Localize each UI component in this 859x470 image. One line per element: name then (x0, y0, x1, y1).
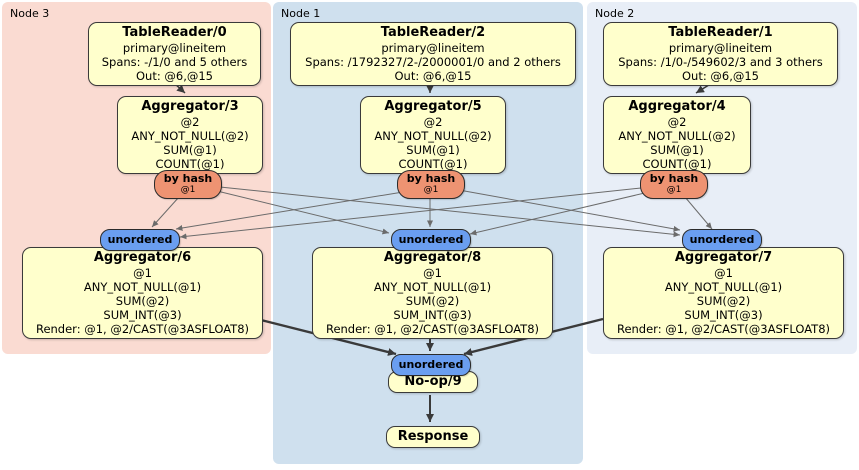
hash-router-node3: by hash @1 (154, 170, 222, 199)
region-label-node-2: Node 2 (595, 7, 635, 20)
hash-router-node2: by hash @1 (640, 170, 708, 199)
processor-noop-9: No-op/9 (388, 371, 478, 393)
processor-title: Aggregator/7 (674, 250, 773, 265)
processor-detail: SUM(@1) (650, 143, 704, 157)
processor-detail: Render: @1, @2/CAST(@3ASFLOAT8) (616, 322, 831, 336)
processor-title: TableReader/1 (668, 25, 773, 40)
hash-router-node1: by hash @1 (397, 170, 465, 199)
processor-detail: SUM(@1) (163, 143, 217, 157)
processor-aggregator-8: Aggregator/8 @1 ANY_NOT_NULL(@1) SUM(@2)… (312, 247, 553, 339)
processor-title: Aggregator/6 (93, 250, 192, 265)
processor-detail: @1 (133, 266, 152, 280)
processor-detail: Render: @1, @2/CAST(@3ASFLOAT8) (35, 322, 250, 336)
unordered-sync-node3: unordered (100, 229, 180, 251)
hash-router-stream: @1 (180, 185, 196, 195)
processor-detail: @1 (714, 266, 733, 280)
processor-aggregator-6: Aggregator/6 @1 ANY_NOT_NULL(@1) SUM(@2)… (22, 247, 263, 339)
processor-tablereader-1: TableReader/1 primary@lineitem Spans: /1… (603, 22, 838, 86)
processor-detail: ANY_NOT_NULL(@2) (618, 129, 736, 143)
processor-title: Aggregator/5 (384, 99, 482, 114)
processor-aggregator-3: Aggregator/3 @2 ANY_NOT_NULL(@2) SUM(@1)… (117, 96, 263, 174)
unordered-label: unordered (398, 358, 464, 371)
processor-tablereader-0: TableReader/0 primary@lineitem Spans: -/… (88, 22, 261, 86)
processor-detail: ANY_NOT_NULL(@2) (374, 129, 492, 143)
processor-detail: Spans: /1/0-/549602/3 and 3 others (618, 55, 823, 69)
hash-router-label: by hash (649, 172, 699, 185)
processor-aggregator-4: Aggregator/4 @2 ANY_NOT_NULL(@2) SUM(@1)… (603, 96, 751, 174)
processor-detail: SUM(@2) (115, 294, 170, 308)
processor-title: No-op/9 (404, 374, 462, 389)
processor-detail: ANY_NOT_NULL(@1) (373, 280, 492, 294)
processor-detail: primary@lineitem (122, 41, 227, 55)
processor-detail: Spans: /1792327/2-/2000001/0 and 2 other… (305, 55, 561, 69)
processor-title: Aggregator/8 (383, 250, 482, 265)
processor-detail: ANY_NOT_NULL(@1) (83, 280, 202, 294)
region-label-node-3: Node 3 (10, 7, 50, 20)
processor-detail: Out: @6,@15 (394, 69, 472, 83)
processor-detail: Out: @6,@15 (682, 69, 759, 83)
processor-detail: primary@lineitem (668, 41, 773, 55)
unordered-sync-node1: unordered (391, 229, 471, 251)
processor-detail: Spans: -/1/0 and 5 others (101, 55, 248, 69)
unordered-sync-node2: unordered (682, 229, 762, 251)
processor-detail: @1 (423, 266, 442, 280)
processor-title: Aggregator/3 (141, 99, 239, 114)
processor-detail: ANY_NOT_NULL(@1) (664, 280, 783, 294)
processor-aggregator-7: Aggregator/7 @1 ANY_NOT_NULL(@1) SUM(@2)… (603, 247, 844, 339)
unordered-sync-final: unordered (391, 354, 471, 376)
hash-router-label: by hash (163, 172, 213, 185)
response-node: Response (386, 426, 480, 448)
processor-detail: SUM(@2) (696, 294, 751, 308)
processor-title: Response (397, 429, 469, 444)
processor-detail: SUM_INT(@3) (103, 308, 182, 322)
hash-router-label: by hash (406, 172, 456, 185)
region-label-node-1: Node 1 (281, 7, 321, 20)
processor-detail: SUM_INT(@3) (684, 308, 763, 322)
processor-detail: SUM(@1) (406, 143, 460, 157)
processor-title: TableReader/0 (122, 25, 227, 40)
unordered-label: unordered (398, 233, 464, 246)
hash-router-stream: @1 (666, 185, 682, 195)
unordered-label: unordered (689, 233, 755, 246)
processor-detail: ANY_NOT_NULL(@2) (131, 129, 249, 143)
processor-detail: @2 (423, 115, 443, 129)
processor-detail: COUNT(@1) (155, 157, 225, 171)
processor-aggregator-5: Aggregator/5 @2 ANY_NOT_NULL(@2) SUM(@1)… (360, 96, 506, 174)
processor-tablereader-2: TableReader/2 primary@lineitem Spans: /1… (290, 22, 576, 86)
processor-detail: primary@lineitem (381, 41, 485, 55)
unordered-label: unordered (107, 233, 173, 246)
processor-detail: @2 (180, 115, 200, 129)
processor-detail: SUM_INT(@3) (393, 308, 472, 322)
processor-title: TableReader/2 (380, 25, 486, 40)
processor-detail: COUNT(@1) (642, 157, 712, 171)
processor-detail: SUM(@2) (405, 294, 460, 308)
processor-detail: Render: @1, @2/CAST(@3ASFLOAT8) (325, 322, 540, 336)
hash-router-stream: @1 (423, 185, 439, 195)
processor-detail: @2 (667, 115, 687, 129)
processor-title: Aggregator/4 (628, 99, 726, 114)
processor-detail: Out: @6,@15 (136, 69, 213, 83)
processor-detail: COUNT(@1) (398, 157, 468, 171)
